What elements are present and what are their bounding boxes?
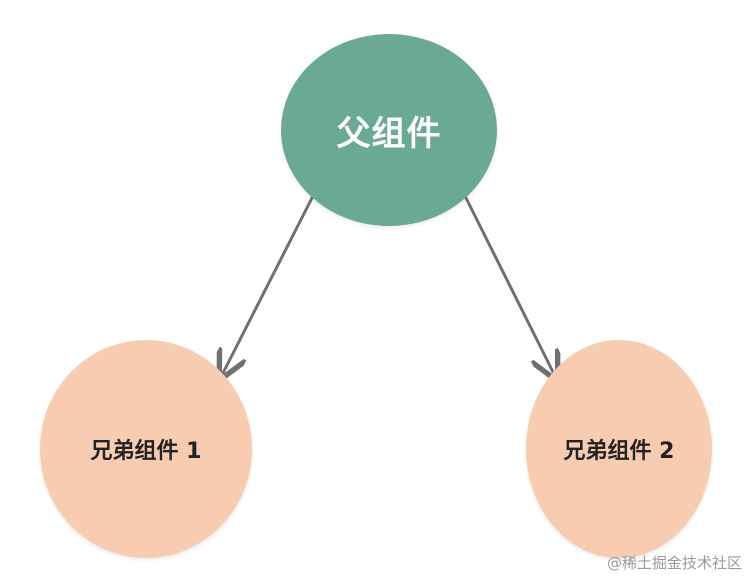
- parent-node: 父组件: [281, 34, 497, 226]
- sibling-node-1-label: 兄弟组件 1: [90, 439, 202, 464]
- watermark: @稀土掘金技术社区: [606, 554, 742, 572]
- sibling-node-2-label: 兄弟组件 2: [563, 439, 675, 464]
- sibling-node-2: 兄弟组件 2: [526, 340, 712, 558]
- parent-node-label: 父组件: [336, 113, 442, 154]
- edge-parent-to-sibling-2: [462, 193, 555, 376]
- edge-parent-to-sibling-1: [222, 193, 316, 375]
- sibling-node-1: 兄弟组件 1: [40, 340, 252, 558]
